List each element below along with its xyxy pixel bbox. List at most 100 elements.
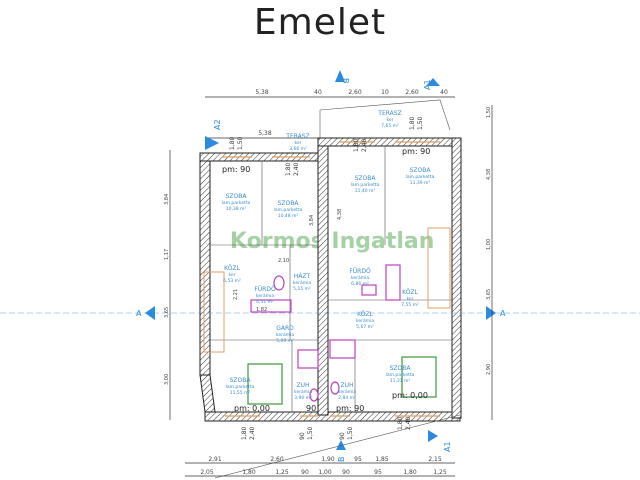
plan-label: SZOBA xyxy=(226,193,248,200)
level-marks: pm: 90 pm: 90 pm: 0,00 pm: 90 pm: 0,00 9… xyxy=(222,147,430,413)
plan-label: 1,50 xyxy=(347,426,354,440)
plan-label: lam.parketta xyxy=(226,384,255,390)
plan-label: kerámia xyxy=(276,331,294,338)
plan-label: lam.parketta xyxy=(222,200,251,206)
plan-label: 2,60 xyxy=(405,89,419,96)
plan-label: 10,38 m² xyxy=(226,206,247,212)
plan-label: GARD xyxy=(276,325,294,332)
window-dimensions: 1,80 1,50 1,80 2,40 1,80 2,40 1,80 1,50 … xyxy=(229,116,424,440)
plan-label: 11,39 m² xyxy=(410,180,431,186)
floor-title: Emelet xyxy=(253,2,387,43)
plan-label: pm: 0,00 xyxy=(392,391,428,400)
plan-label: SZOBA xyxy=(410,167,432,174)
plan-label: ker xyxy=(386,117,393,123)
plan-label: 1,25 xyxy=(275,469,289,476)
plan-label: 1,50 xyxy=(237,136,244,150)
plan-label: 90 xyxy=(301,469,309,476)
plan-label: A xyxy=(136,309,142,318)
plan-label: 95 xyxy=(354,456,362,463)
plan-label: A xyxy=(500,309,506,318)
plan-label: 4,38 xyxy=(337,209,343,220)
side-dimensions: 3,84 1,17 3,65 3,00 1,50 4,38 1,00 3,65 … xyxy=(164,105,493,420)
plan-label: B xyxy=(337,457,346,463)
plan-label: 90 xyxy=(306,404,316,413)
plan-label: 11,55 m² xyxy=(230,390,251,396)
plan-label: 2,40 xyxy=(293,162,300,176)
plan-label: 1,80 xyxy=(397,416,404,430)
bottom-dimensions: 2,91 2,60 1,90 95 1,85 2,15 2,05 1,80 1,… xyxy=(185,414,461,479)
plan-label: 40 xyxy=(314,89,322,96)
plan-label: 2,15 xyxy=(428,456,442,463)
plan-label: KÖZL xyxy=(224,265,240,272)
plan-label: 4,38 xyxy=(486,169,492,180)
plan-label: 90 xyxy=(342,469,350,476)
plan-label: SZOBA xyxy=(230,377,252,384)
plan-label: 2,90 xyxy=(486,364,492,375)
plan-label: SZOBA xyxy=(278,200,300,207)
plan-label: 3,66 m² xyxy=(289,146,307,152)
plan-label: 2,60 xyxy=(270,456,284,463)
plan-label: ZUH xyxy=(296,382,309,389)
plan-label: 2,40 xyxy=(249,426,256,440)
plan-label: 1,25 xyxy=(433,469,447,476)
plan-label: 1,80 xyxy=(285,162,292,176)
windows xyxy=(222,141,440,417)
plan-label: 5,38 xyxy=(258,130,272,137)
plan-label: 90 xyxy=(339,432,346,440)
plan-label: lam.parketta xyxy=(406,174,435,180)
plan-label: 2,60 xyxy=(348,89,362,96)
plan-label: 7,65 m² xyxy=(381,123,399,129)
staircase xyxy=(203,227,451,353)
plan-label: ker xyxy=(228,272,235,278)
plan-label: 1,50 xyxy=(417,116,424,130)
plan-label: SZOBA xyxy=(355,175,377,182)
plan-label: 1,50 xyxy=(307,426,314,440)
plan-label: FÜRDŐ xyxy=(349,268,371,275)
plan-label: 1,00 xyxy=(486,239,492,250)
plan-label: A2 xyxy=(213,119,222,130)
plan-label: TERASZ xyxy=(285,133,309,140)
plan-label: 3,90 m² xyxy=(294,395,312,401)
plan-label: kerámia xyxy=(294,388,312,395)
plan-label: 1,82 xyxy=(256,307,267,313)
plan-label: pm: 90 xyxy=(222,165,250,174)
plan-label: 2,10 xyxy=(278,258,289,264)
plan-label: 1,00 xyxy=(318,469,332,476)
plan-label: kerámia xyxy=(256,292,274,299)
plan-label: 1,80 xyxy=(409,116,416,130)
plan-label: 11,40 m² xyxy=(355,188,376,194)
plan-label: 1,80 xyxy=(403,469,417,476)
plan-label: 1,80 xyxy=(229,136,236,150)
plan-label: 6,53 m² xyxy=(223,278,241,284)
plan-label: 1,80 xyxy=(242,469,256,476)
plan-label: 90 xyxy=(299,432,306,440)
plan-label: 6,86 m² xyxy=(351,281,369,287)
watermark: Kormos Ingatlan xyxy=(230,229,434,254)
plan-label: KÖZL xyxy=(357,311,373,318)
plan-label: pm: 90 xyxy=(336,404,364,413)
plan-label: 3,84 xyxy=(309,215,315,226)
plan-label: 5,15 m² xyxy=(293,286,311,292)
plan-label: FÜRDŐ xyxy=(254,286,276,293)
plan-label: SZOBA xyxy=(390,365,412,372)
plan-label: ker xyxy=(294,140,301,146)
plan-label: 3,65 xyxy=(164,307,170,318)
plan-label: KÖZL xyxy=(402,289,418,296)
plan-label: 3,84 xyxy=(164,194,170,205)
plan-label: lam.parketta xyxy=(386,372,415,378)
